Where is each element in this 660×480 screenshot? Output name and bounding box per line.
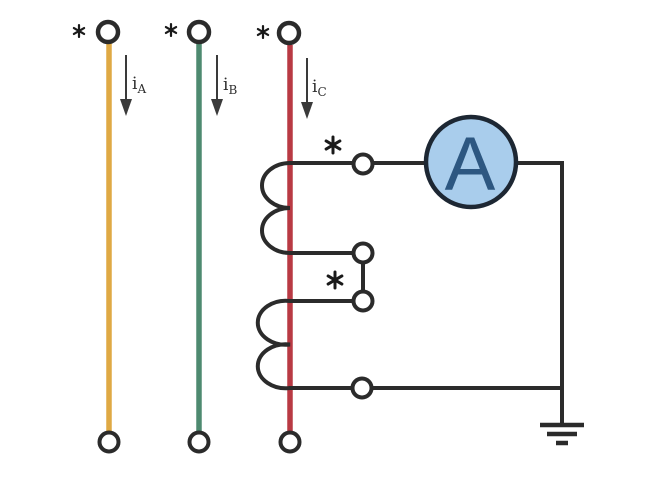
phase-c-conductor: iC	[256, 24, 327, 433]
ammeter-body	[423, 114, 519, 210]
polarity-mark-icon	[72, 23, 86, 39]
secondary-terminal-bottom	[350, 376, 374, 400]
phase-a-top-terminal	[95, 19, 121, 45]
phase-c-bottom-terminal	[278, 430, 302, 454]
secondary-terminal-top	[351, 152, 375, 176]
polarity-mark-icon	[326, 270, 344, 290]
phase-b-conductor: iB	[164, 19, 237, 454]
phase-a-current-arrow-icon	[120, 55, 132, 116]
coil-link-terminal-upper	[351, 241, 375, 265]
phase-c-top-terminal	[276, 20, 302, 46]
phase-c-current-label: iC	[312, 77, 327, 99]
polarity-mark-icon	[256, 24, 270, 40]
arrow-head	[120, 99, 132, 116]
ammeter-letter: A	[445, 122, 496, 207]
phase-b-top-terminal	[186, 19, 212, 45]
phase-c-current-arrow-icon	[301, 58, 313, 119]
phase-a-bottom-terminal	[97, 430, 121, 454]
arrow-head	[301, 102, 313, 119]
coil-link-terminal-lower	[351, 289, 375, 313]
phase-b-current-arrow-icon	[211, 55, 223, 116]
polarity-mark-icon	[164, 22, 178, 38]
phase-a-conductor: iA	[72, 19, 146, 454]
ct-coil-lower	[255, 298, 291, 391]
ground-icon	[540, 422, 584, 446]
phase-b-bottom-terminal	[187, 430, 211, 454]
phase-a-current-label: iA	[132, 74, 146, 96]
ct-coil-upper	[260, 161, 291, 255]
secondary-circuit	[255, 135, 564, 425]
arrow-head	[211, 99, 223, 116]
ammeter: A	[423, 114, 519, 210]
polarity-mark-icon	[324, 135, 342, 155]
phase-b-current-label: iB	[223, 75, 237, 97]
